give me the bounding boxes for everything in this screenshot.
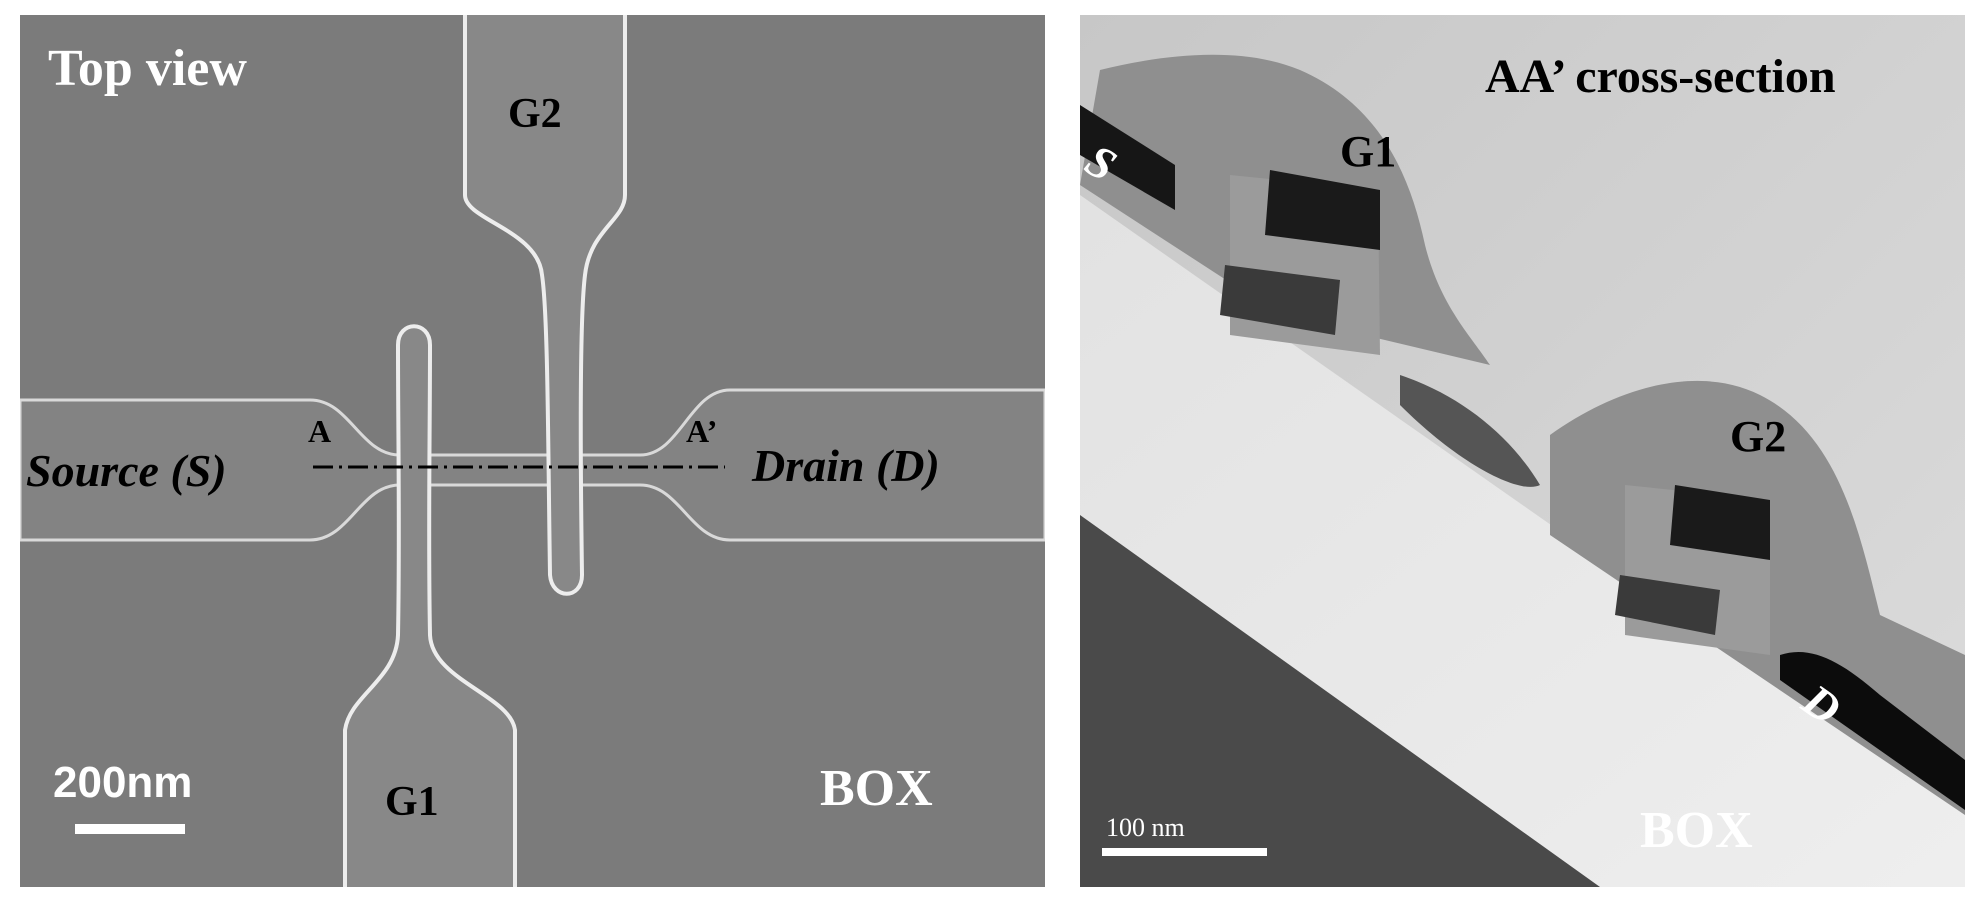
gate-g1-metal — [1265, 170, 1380, 250]
drain-region — [1780, 651, 1965, 810]
scale-bar — [75, 824, 185, 834]
scale-bar — [1102, 848, 1267, 856]
panel-title: AA’ cross-section — [1485, 50, 1836, 103]
gate-g2-label: G2 — [1730, 412, 1787, 461]
tem-cross-section-graphic — [1080, 15, 1965, 887]
source-region — [1080, 105, 1175, 210]
point-a-label: A — [308, 413, 332, 449]
drain-label: Drain (D) — [752, 440, 940, 491]
gate-g2-metal — [1670, 485, 1770, 560]
gate-g1-base — [1220, 265, 1340, 335]
point-a-prime-label: A’ — [686, 413, 718, 449]
source-label: Source (S) — [26, 445, 227, 496]
gate-g1-label: G1 — [385, 779, 439, 825]
scale-bar-label: 100 nm — [1106, 813, 1185, 842]
sem-top-view-graphic — [20, 15, 1045, 887]
sem-top-view-image: Top view G2 G1 A A’ Source (S) Drain (D)… — [20, 15, 1045, 887]
gate-g2-label: G2 — [508, 91, 562, 137]
channel-region — [1400, 375, 1540, 487]
substrate-region — [1080, 515, 1600, 887]
gate-g2-base — [1615, 575, 1720, 635]
gate-g2-shape — [463, 15, 627, 596]
tem-cross-section-image: AA’ cross-section G1 G2 S D BOX 100 nm — [1080, 15, 1965, 887]
box-label: BOX — [1640, 802, 1753, 859]
scale-bar-label: 200nm — [53, 758, 193, 807]
gate-g1-shape — [343, 324, 517, 887]
gate-g1-label: G1 — [1340, 127, 1397, 176]
panel-title: Top view — [48, 40, 247, 97]
nanowire-channel — [20, 388, 1045, 542]
box-label: BOX — [820, 760, 933, 817]
